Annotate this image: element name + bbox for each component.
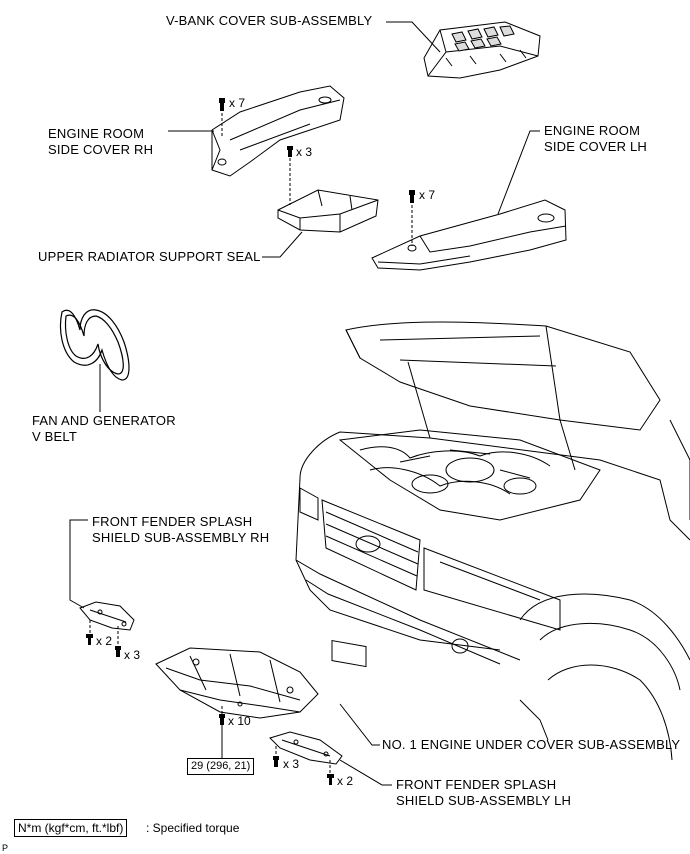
side-cover-lh-leader: [497, 130, 540, 215]
fan-and-generator-v-belt-label: FAN AND GENERATOR V BELT: [32, 413, 176, 444]
engine-room-side-cover-rh-label: ENGINE ROOM SIDE COVER RH: [48, 126, 154, 157]
front-fender-splash-shield-rh-part: [79, 601, 135, 631]
bolt-icon: [219, 98, 225, 111]
under-cover-bolt-qty: x 10: [228, 714, 251, 728]
clip-icon: [115, 646, 121, 657]
bolt-icon: [219, 714, 225, 725]
v-bank-cover-part: [423, 21, 541, 79]
lh-shield-screw-qty: x 2: [337, 774, 354, 788]
engine-room-side-cover-rh-part: [211, 85, 345, 177]
rh-shield-clip-qty: x 3: [124, 648, 141, 662]
lh-shield-clip-qty: x 3: [283, 757, 300, 771]
seal-clip-qty: x 3: [296, 145, 313, 159]
front-fender-splash-shield-rh-label: FRONT FENDER SPLASH SHIELD SUB-ASSEMBLY …: [92, 514, 270, 545]
screw-icon: [86, 634, 93, 645]
upper-radiator-support-seal-label: UPPER RADIATOR SUPPORT SEAL: [38, 249, 261, 264]
clip-icon: [287, 146, 293, 157]
v-bank-cover-leader: [386, 21, 441, 53]
seal-leader: [262, 231, 303, 258]
fan-and-generator-v-belt-part: [59, 309, 130, 381]
engine-room-side-cover-lh-part: [371, 199, 567, 271]
torque-spec-box: 29 (296, 21): [187, 758, 255, 775]
rh-shield-screw-qty: x 2: [96, 634, 113, 648]
torque-legend-description: : Specified torque: [146, 821, 240, 835]
upper-radiator-support-seal-part: [277, 189, 379, 233]
torque-unit-legend-box: N*m (kgf*cm, ft.*lbf): [14, 819, 128, 837]
no1-engine-under-cover-part: [155, 647, 319, 719]
engine-room-side-cover-lh-label: ENGINE ROOM SIDE COVER LH: [544, 123, 648, 154]
front-fender-splash-shield-lh-label: FRONT FENDER SPLASH SHIELD SUB-ASSEMBLY …: [396, 777, 572, 808]
v-bank-cover-label: V-BANK COVER SUB-ASSEMBLY: [166, 13, 373, 28]
shield-lh-leader: [339, 759, 392, 786]
bolt-icon: [409, 190, 415, 203]
shield-rh-leader: [69, 519, 88, 609]
figure-code: P: [2, 843, 9, 853]
vehicle-front-illustration: [295, 321, 690, 761]
lh-side-cover-bolt-qty: x 7: [419, 188, 436, 202]
no1-engine-under-cover-label: NO. 1 ENGINE UNDER COVER SUB-ASSEMBLY: [382, 737, 681, 752]
rh-side-cover-bolt-qty: x 7: [229, 96, 246, 110]
clip-icon: [273, 756, 279, 767]
under-cover-leader: [339, 703, 380, 746]
screw-icon: [327, 774, 334, 785]
front-fender-splash-shield-lh-part: [269, 731, 343, 765]
